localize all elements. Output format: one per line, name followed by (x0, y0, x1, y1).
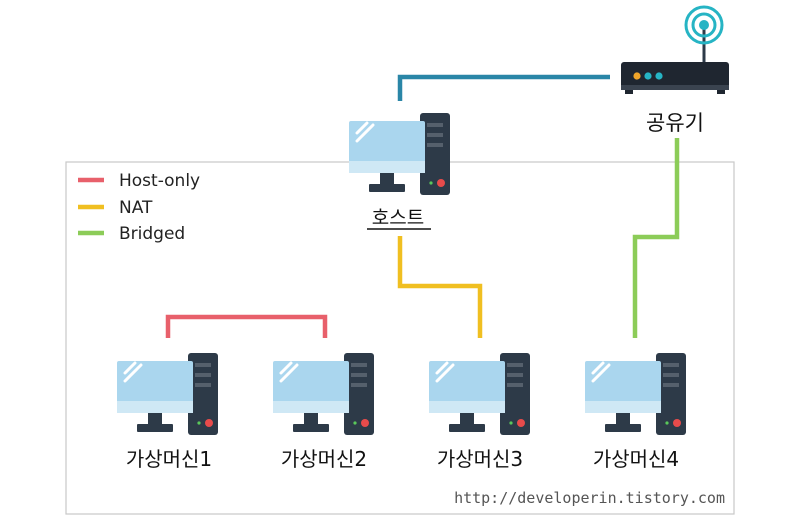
vm4-label: 가상머신4 (593, 447, 679, 471)
router-icon (621, 5, 729, 94)
legend-item-bridged: Bridged (78, 224, 185, 244)
host-only-link (165, 314, 328, 338)
host-computer-icon (347, 111, 452, 197)
watermark-url: http://developerin.tistory.com (454, 489, 725, 507)
router-label: 공유기 (646, 111, 704, 135)
bridged-link (632, 138, 680, 338)
legend: Host-only NAT Bridged (78, 171, 200, 244)
vm3-computer-icon (427, 351, 532, 437)
vm1-label: 가상머신1 (126, 447, 212, 471)
legend-label-bridged: Bridged (119, 224, 185, 244)
nat-link (397, 236, 483, 338)
vm4-computer-icon (583, 351, 688, 437)
legend-label-host-only: Host-only (119, 171, 200, 191)
legend-label-nat: NAT (119, 198, 153, 218)
vm3-label: 가상머신3 (437, 447, 523, 471)
vm2-label: 가상머신2 (281, 447, 367, 471)
host-router-link (397, 74, 610, 101)
legend-item-host-only: Host-only (78, 171, 200, 191)
vm2-computer-icon (271, 351, 376, 437)
vm1-computer-icon (115, 351, 220, 437)
legend-item-nat: NAT (78, 198, 153, 218)
host-label: 호스트 (372, 207, 424, 229)
